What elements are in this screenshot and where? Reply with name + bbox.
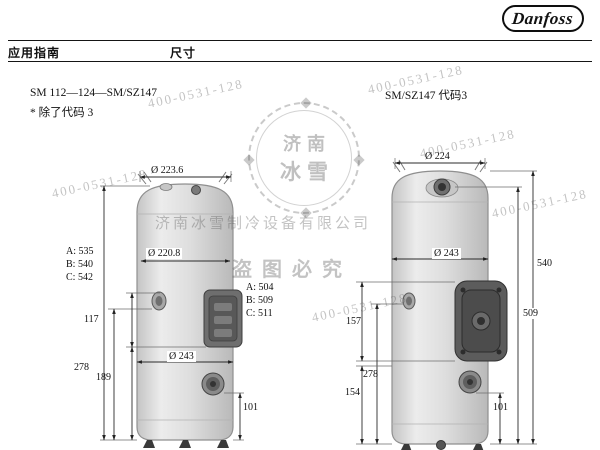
seal-text-bottom: 冰雪 [280,160,334,184]
flange-plate [454,280,508,362]
dim-height-b: B: 540 [66,259,93,270]
right-compressor-drawing [356,158,537,450]
left-drawing-note: * 除了代码 3 [30,107,94,119]
dim-base-diameter-left: Ø 243 [167,351,196,362]
dim-conn-b: B: 509 [246,295,273,306]
header-doc-type: 应用指南 [8,46,61,60]
dim-509: 509 [521,308,540,319]
left-drawing-title: SM 112—124—SM/SZ147 [30,87,158,99]
sight-glass [458,370,482,394]
terminal-box [203,289,243,348]
watermark-seal: 济南 冰雪 [243,97,365,219]
dim-base-diameter-right: Ø 243 [432,248,461,259]
left-dimension-lines [100,171,244,441]
seal-text-top: 济南 [283,134,331,154]
dim-117: 117 [84,314,99,325]
danfoss-logo-text: Danfoss [511,8,575,28]
sight-glass [201,372,225,396]
top-fitting [425,178,459,198]
mounting-feet [143,440,229,448]
watermark-notice: 盗图必究 [232,259,352,281]
dim-540: 540 [537,258,552,269]
dim-conn-a: A: 504 [246,282,274,293]
dim-157: 157 [346,316,361,327]
dim-278-left: 278 [74,362,89,373]
dim-height-c: C: 542 [66,272,93,283]
watermark-company: 济南冰雪制冷设备有限公司 [155,216,372,232]
dim-278-right: 278 [363,369,378,380]
dim-conn-c: C: 511 [246,308,273,319]
top-fitting [191,185,201,195]
dim-101-right: 101 [493,402,508,413]
right-dimension-lines [356,158,537,445]
dim-154: 154 [345,387,360,398]
header-rule-top [8,40,592,41]
danfoss-logo: Danfoss [502,5,584,32]
dim-height-a: A: 535 [66,246,94,257]
header-rule-bottom [8,61,592,62]
dim-top-diameter-right: Ø 224 [425,151,450,162]
dim-101-left: 101 [243,402,258,413]
dim-top-diameter-left: Ø 223.6 [151,165,184,176]
header-section: 尺寸 [170,46,197,60]
dim-189: 189 [96,372,111,383]
dim-shell-diameter-left: Ø 220.8 [146,248,183,259]
right-drawing-title: SM/SZ147 代码3 [385,90,468,102]
